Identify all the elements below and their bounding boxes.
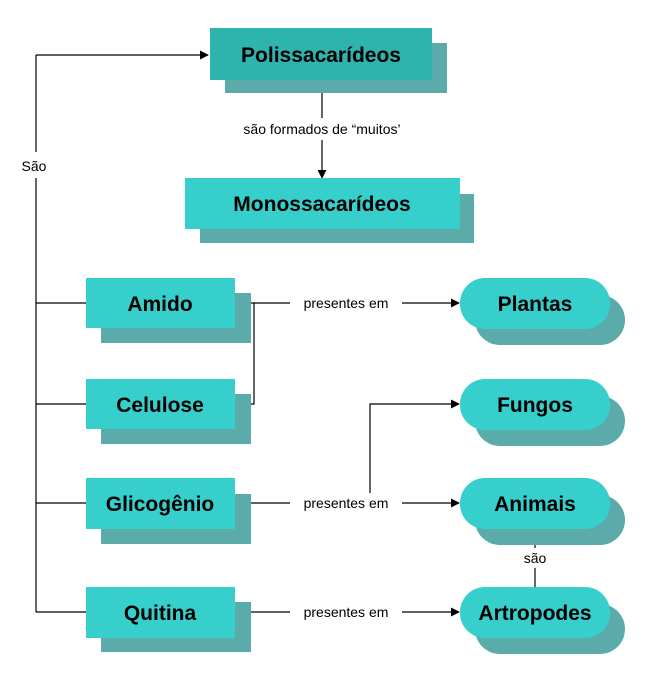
- sao-label: São: [22, 158, 47, 174]
- node-animais: Animais: [460, 478, 625, 545]
- node-label: Animais: [494, 493, 576, 516]
- node-quitina: Quitina: [86, 587, 251, 652]
- node-label: Quitina: [124, 602, 197, 625]
- node-label: Plantas: [498, 293, 573, 316]
- formados-label: são formados de “muitos’: [243, 121, 400, 137]
- amido-presentes-label: presentes em: [304, 295, 389, 311]
- node-glicogenio: Glicogênio: [86, 478, 251, 544]
- artropodes-sao-label: são: [524, 550, 547, 566]
- node-label: Monossacarídeos: [233, 193, 410, 216]
- node-label: Amido: [127, 293, 192, 316]
- quitina-presentes-label: presentes em: [304, 604, 389, 620]
- edge-labels: São são formados de “muitos’ presentes e…: [12, 118, 553, 622]
- node-label: Polissacarídeos: [241, 44, 401, 67]
- node-label: Artropodes: [478, 602, 591, 625]
- node-celulose: Celulose: [86, 379, 251, 444]
- glicogenio-presentes-label: presentes em: [304, 495, 389, 511]
- node-plantas: Plantas: [460, 278, 625, 345]
- node-amido: Amido: [86, 278, 251, 343]
- node-label: Fungos: [497, 394, 573, 417]
- node-label: Celulose: [116, 394, 204, 417]
- node-artropodes: Artropodes: [460, 587, 625, 654]
- node-label: Glicogênio: [106, 493, 215, 516]
- node-fungos: Fungos: [460, 379, 625, 446]
- node-monossacarideos: Monossacarídeos: [185, 178, 474, 243]
- node-polissacarideos: Polissacarídeos: [210, 28, 447, 93]
- glicogenio-to-fungos: [369, 399, 460, 503]
